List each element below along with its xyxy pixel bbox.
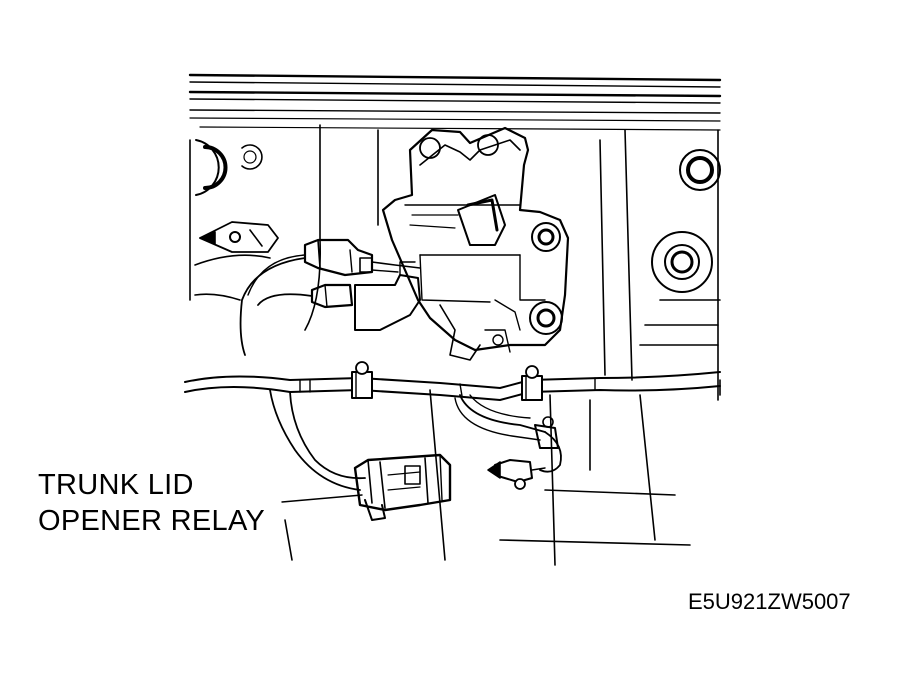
- upper-panel-edge: [190, 75, 720, 130]
- relay-branch-wiring: [270, 390, 561, 490]
- harness-clip-right: [522, 366, 542, 400]
- trunk-panel-structure: [190, 125, 720, 565]
- right-mount-bolt: [652, 232, 712, 292]
- relay-callout-label: TRUNK LID OPENER RELAY: [38, 467, 265, 539]
- latch-connector-lower: [312, 285, 352, 307]
- trunk-lid-opener-relay: [355, 455, 450, 520]
- ground-connector: [488, 417, 558, 489]
- latch-wiring: [241, 255, 420, 355]
- main-wiring-harness: [185, 372, 720, 400]
- harness-clip-left: [352, 362, 372, 398]
- latch-base-plate: [355, 262, 420, 330]
- left-bracket: [200, 222, 278, 252]
- right-upper-hole: [680, 150, 720, 190]
- figure-code: E5U921ZW5007: [688, 589, 851, 614]
- left-panel-hole: [196, 140, 262, 195]
- callout-line-1: TRUNK LID: [38, 469, 194, 501]
- callout-line-2: OPENER RELAY: [38, 505, 266, 537]
- latch-connector-upper: [305, 240, 372, 275]
- trunk-lid-latch: [383, 128, 568, 360]
- callout-leader-line: [282, 495, 362, 502]
